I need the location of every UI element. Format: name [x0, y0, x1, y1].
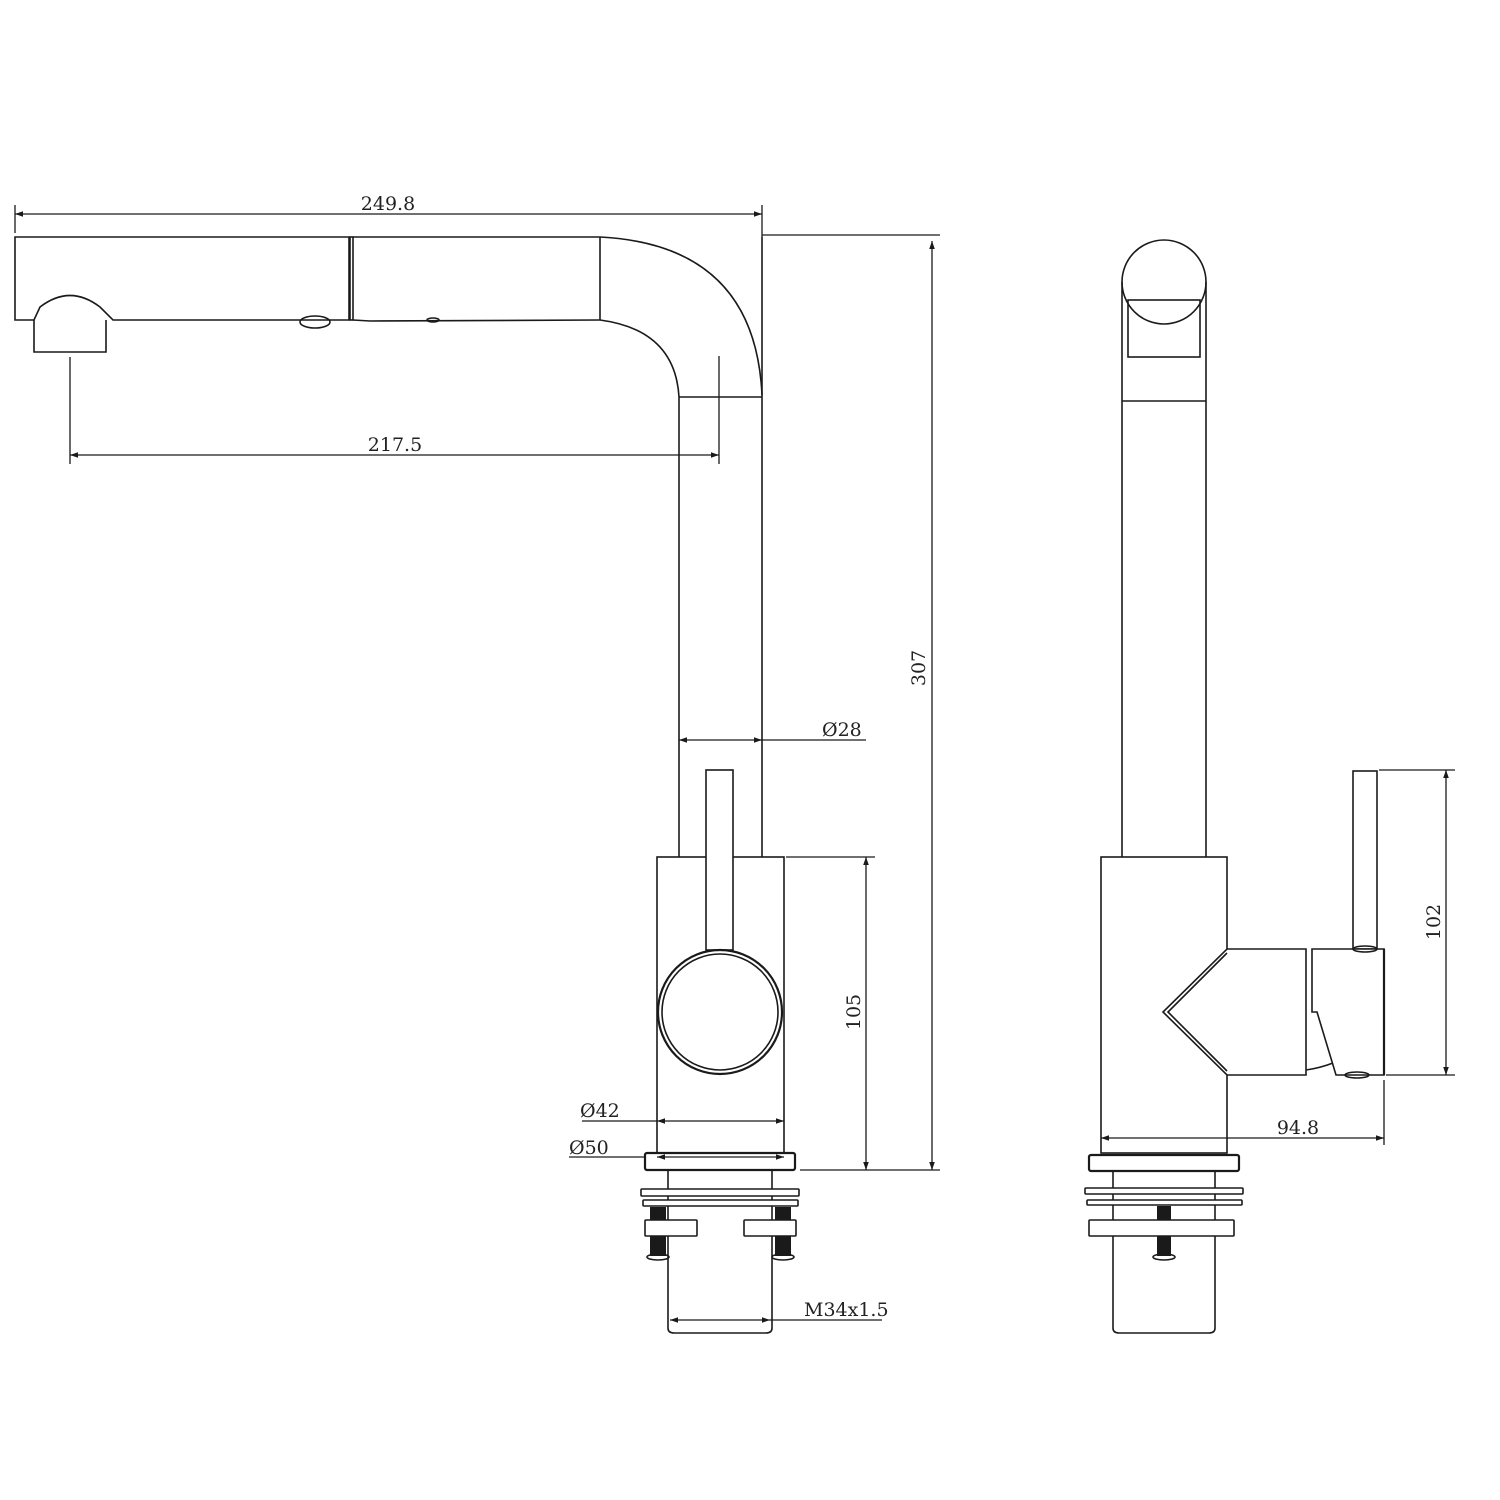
overall-reach-label: 249.8: [361, 193, 415, 215]
spout-head: [14, 236, 354, 353]
dimension-body-diameter: Ø42: [580, 1100, 784, 1124]
dimension-base-diameter: Ø50: [569, 1137, 784, 1160]
side-body: [1100, 770, 1386, 1154]
dimension-overall-reach: 249.8: [14, 193, 763, 237]
dimension-handle-height: 102: [1379, 769, 1455, 1076]
front-view: [14, 236, 800, 1334]
spout-tube: [678, 237, 763, 857]
spout-arm: [352, 236, 763, 398]
dimension-spout-diameter: Ø28: [679, 719, 866, 743]
mounting-kit: [640, 1151, 800, 1334]
dimension-overall-height: 307: [762, 234, 940, 1171]
faucet-body: [656, 769, 785, 1154]
spout-diameter-label: Ø28: [822, 719, 862, 741]
spout-reach-label: 217.5: [368, 434, 422, 456]
handle-height-label: 102: [1423, 904, 1445, 940]
dimension-spout-reach: 217.5: [69, 356, 720, 464]
dimension-handle-depth: 94.8: [1101, 1080, 1385, 1145]
overall-height-label: 307: [908, 650, 930, 686]
side-spout: [1121, 239, 1207, 857]
handle-depth-label: 94.8: [1277, 1117, 1319, 1139]
dimension-body-height: 105: [786, 856, 875, 1170]
dimension-thread: M34x1.5: [670, 1299, 889, 1323]
body-height-label: 105: [843, 994, 865, 1030]
body-diameter-label: Ø42: [580, 1100, 620, 1122]
base-diameter-label: Ø50: [569, 1137, 609, 1159]
side-mounting-kit: [1084, 1153, 1244, 1334]
side-view: [1084, 239, 1386, 1334]
thread-size-label: M34x1.5: [804, 1299, 889, 1321]
